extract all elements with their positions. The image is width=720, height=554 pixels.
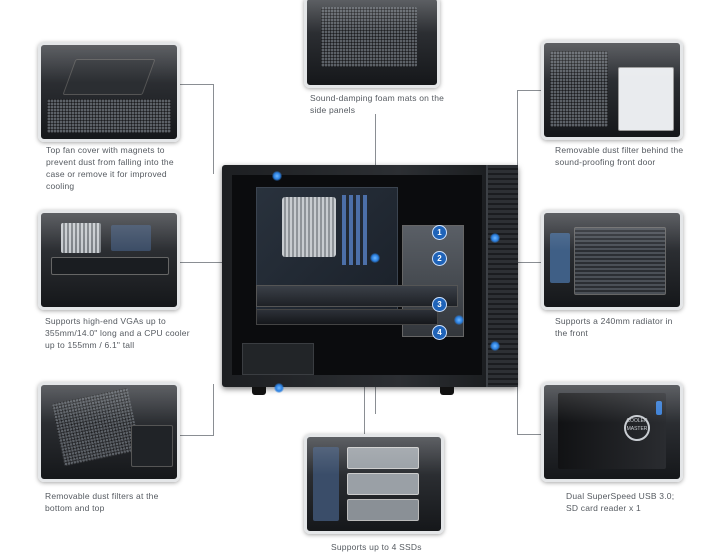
power-supply: [242, 343, 314, 375]
connector-line: [517, 262, 541, 263]
usb-icon: [656, 401, 662, 415]
dust-filter-icon: [618, 67, 674, 131]
radiator-thumbnail: [541, 210, 683, 310]
highlight-dot: [490, 341, 500, 351]
logo-text: COOLER MASTER: [626, 418, 648, 432]
connector-line: [517, 348, 518, 435]
case-foot: [252, 387, 266, 395]
case-interior: [232, 175, 482, 375]
cooler-master-logo: COOLER MASTER: [624, 415, 650, 441]
bottom-filters-caption: Removable dust filters at the bottom and…: [45, 491, 159, 513]
cpu-cooler: [282, 197, 336, 257]
top-fan-cover-caption: Top fan cover with magnets to prevent du…: [46, 145, 174, 191]
usb-io-thumbnail: COOLER MASTER: [541, 382, 683, 482]
highlight-dot: [272, 171, 282, 181]
ssd-support-thumbnail: [304, 434, 444, 534]
foam-panel-icon: [321, 7, 417, 67]
ram-stick: [349, 195, 353, 265]
connector-line: [213, 84, 214, 174]
connector-line: [213, 384, 214, 436]
front-dust-filter-thumbnail: [541, 40, 683, 140]
vga-support-thumbnail: [38, 210, 180, 310]
ssd-slot-1: 1: [432, 225, 447, 240]
ssd-slot-2: 2: [432, 251, 447, 266]
highlight-dot: [274, 383, 284, 393]
graphics-card-2: [256, 309, 438, 325]
highlight-dot: [490, 233, 500, 243]
top-fan-cover-thumbnail: [38, 42, 180, 142]
graphics-card: [256, 285, 458, 307]
ram-stick: [363, 195, 367, 265]
radiator-icon: [574, 227, 666, 295]
connector-line: [517, 90, 541, 91]
vga-support-caption: Supports high-end VGAs up to 355mm/14.0"…: [45, 316, 190, 350]
front-dust-filter-caption: Removable dust filter behind the sound-p…: [555, 145, 684, 167]
foam-mats-thumbnail: [304, 0, 440, 88]
front-panel: [486, 165, 518, 387]
ram-stick: [356, 195, 360, 265]
foam-mats-caption: Sound-damping foam mats on the side pane…: [310, 93, 445, 115]
radiator-caption: Supports a 240mm radiator in the front: [555, 316, 673, 338]
ram-stick: [342, 195, 346, 265]
connector-line: [178, 262, 222, 263]
pc-case: 1 2 3 4: [222, 165, 518, 393]
highlight-dot: [370, 253, 380, 263]
ssd-icon: [347, 447, 419, 469]
connector-line: [178, 84, 214, 85]
connector-line: [178, 435, 214, 436]
case-foot: [440, 387, 454, 395]
bottom-filters-thumbnail: [38, 382, 180, 482]
highlight-dot: [454, 315, 464, 325]
connector-line: [517, 434, 541, 435]
usb-io-caption: Dual SuperSpeed USB 3.0; SD card reader …: [566, 491, 675, 513]
gpu-icon: [51, 257, 169, 275]
connector-line: [517, 90, 518, 238]
ssd-support-caption: Supports up to 4 SSDs: [331, 542, 422, 552]
ssd-slot-3: 3: [432, 297, 447, 312]
ssd-slot-4: 4: [432, 325, 447, 340]
